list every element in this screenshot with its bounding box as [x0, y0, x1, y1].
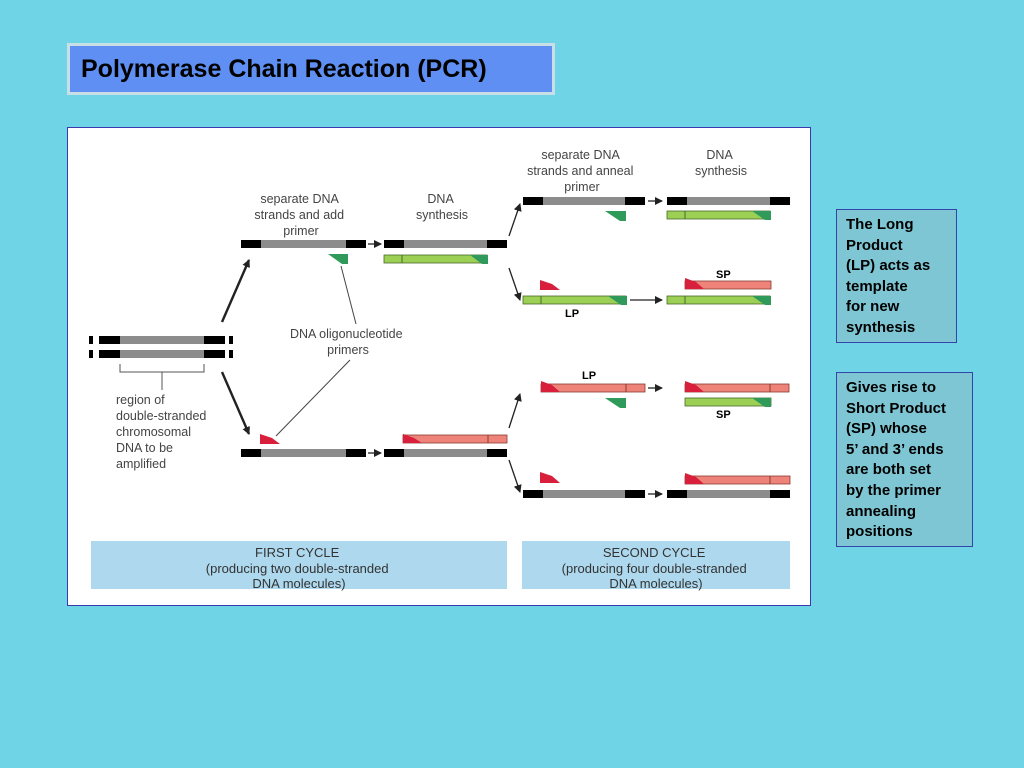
synth1-lower-short-product — [402, 434, 508, 444]
note-line: positions — [846, 523, 913, 541]
note-line: are both set — [846, 461, 932, 479]
note-line: template — [846, 277, 908, 295]
note-line: Short Product — [846, 399, 946, 417]
note-line: 5’ and 3’ ends — [846, 440, 944, 458]
region-label: region of double-stranded chromosomal DN… — [116, 393, 210, 471]
note-line: Gives rise to — [846, 379, 937, 396]
cycle2-row1-primer — [605, 211, 626, 221]
result3-short-product — [684, 397, 772, 407]
pointer-primer-red — [275, 359, 351, 437]
cycle2-row2-primer — [540, 280, 560, 290]
note-line: annealing — [846, 502, 917, 520]
tag-lp-top: LP — [565, 308, 579, 320]
second-cycle-caption-box — [522, 541, 790, 589]
page-title: Polymerase Chain Reaction (PCR) — [81, 55, 487, 83]
cycle2-row3-long-product — [540, 381, 646, 393]
region-bracket — [119, 364, 205, 390]
second-cycle-caption: SECOND CYCLE (producing four double-stra… — [562, 545, 751, 591]
label-primers: DNA oligonucleotide primers — [290, 327, 406, 357]
note-line: The Long — [846, 216, 914, 233]
arrow-branch-2 — [508, 267, 522, 301]
pcr-diagram: region of double-stranded chromosomal DN… — [89, 148, 791, 591]
template-strand-lower — [241, 449, 366, 457]
chromosomal-dna — [89, 336, 233, 358]
pcr-diagram-panel: region of double-stranded chromosomal DN… — [67, 127, 811, 606]
arrow-branch-1 — [508, 203, 522, 237]
title-box: Polymerase Chain Reaction (PCR) — [67, 43, 555, 95]
cycle2-row4-primer — [540, 472, 560, 483]
result4-template — [667, 490, 790, 498]
synth1-upper-template — [384, 240, 507, 248]
label-separate-add: separate DNA strands and add primer — [254, 192, 347, 238]
note-line: synthesis — [846, 318, 916, 336]
synth1-upper-long-product — [383, 254, 488, 264]
synth1-lower-template — [384, 449, 507, 457]
result3-long-product — [684, 381, 790, 393]
result1-long-product — [666, 210, 771, 220]
label-separate-anneal: separate DNA strands and anneal primer — [527, 148, 637, 194]
tag-sp-bottom: SP — [716, 409, 731, 421]
first-cycle-caption: FIRST CYCLE (producing two double-strand… — [206, 545, 392, 591]
arrow-up — [220, 259, 251, 323]
arrow-down — [220, 371, 251, 435]
long-product-note: The Long Product (LP) acts as template f… — [836, 209, 957, 343]
short-product-note: Gives rise to Short Product (SP) whose 5… — [836, 372, 973, 547]
tag-lp-bottom: LP — [582, 370, 596, 382]
pointer-primer-green — [340, 265, 357, 325]
result2-short-product — [684, 278, 772, 290]
template-strand-upper — [241, 240, 366, 248]
result2-long-product — [666, 295, 771, 305]
cycle2-row3-primer — [605, 398, 626, 408]
result1-template — [667, 197, 790, 205]
label-dna-synthesis-2: DNA synthesis — [695, 148, 747, 178]
primer-green-1 — [328, 254, 348, 264]
cycle2-row4-template — [523, 490, 645, 498]
cycle2-row1-template — [523, 197, 645, 205]
note-line: (LP) acts as — [846, 257, 931, 275]
label-dna-synthesis-1: DNA synthesis — [416, 192, 468, 222]
note-line: by the primer — [846, 481, 942, 499]
note-line: for new — [846, 298, 900, 316]
first-cycle-caption-box — [91, 541, 507, 589]
result4-short-product — [684, 473, 791, 485]
arrow-branch-3 — [508, 393, 522, 429]
note-line: (SP) whose — [846, 420, 927, 438]
cycle2-row2-long-product — [522, 295, 627, 305]
tag-sp-top: SP — [716, 269, 731, 281]
arrow-branch-4 — [508, 459, 522, 493]
primer-red-1 — [260, 434, 280, 444]
note-line: Product — [846, 236, 903, 254]
